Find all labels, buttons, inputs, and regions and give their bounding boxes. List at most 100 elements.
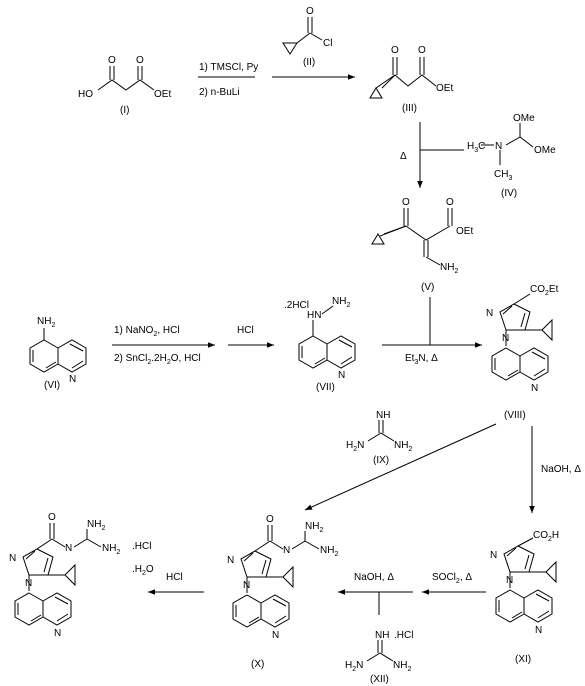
- reaction-arrow-viii-to-x: [304, 423, 497, 511]
- atom-n: N: [272, 630, 279, 641]
- reaction-arrow-step3: 1) NaNO2, HCl 2) SnCl2.2H2O, HCl: [112, 325, 215, 366]
- atom-n: N: [506, 575, 513, 586]
- atom-nh2: NH2: [393, 660, 411, 673]
- compound-label: (X): [251, 659, 264, 670]
- compound-XI: CO2H N N N (XI): [490, 530, 559, 665]
- reaction-arrow-step4: HCl: [228, 325, 274, 348]
- atom-n: N: [495, 141, 502, 152]
- atom-o: O: [108, 55, 116, 66]
- atom-co2h: CO2H: [533, 530, 559, 543]
- reaction-arrow-step5: Et3N, Δ: [382, 297, 482, 366]
- atom-ch3: CH3: [494, 169, 512, 182]
- reaction-arrow-step6: NaOH, Δ: [529, 426, 581, 513]
- condition-text: HCl: [166, 572, 183, 583]
- atom-n: N: [535, 625, 542, 636]
- atom-o: O: [402, 197, 410, 208]
- compound-II: O Cl (II): [282, 6, 332, 68]
- salt-label: .H2O: [132, 564, 154, 577]
- atom-n: N: [9, 553, 16, 564]
- compound-V: O O OEt NH2 (V): [371, 197, 473, 293]
- atom-n: N: [54, 628, 61, 639]
- atom-o: O: [446, 197, 454, 208]
- condition-text: 2) SnCl2.2H2O, HCl: [114, 353, 201, 366]
- compound-IX: NH H2N NH2 (IX): [346, 410, 412, 466]
- atom-n: N: [25, 578, 32, 589]
- compound-IV: H3C N CH3 OMe OMe (IV): [467, 113, 556, 199]
- atom-n: N: [338, 370, 345, 381]
- compound-label: (XI): [515, 654, 531, 665]
- condition-text: 1) TMSCl, Py: [199, 62, 258, 73]
- atom-nh2: NH2: [37, 316, 55, 329]
- atom-n: N: [65, 543, 72, 554]
- compound-XII: NH .HCl H2N NH2 (XII): [345, 630, 413, 685]
- atom-h2n: H2N: [345, 660, 363, 673]
- compound-label: (IX): [373, 455, 389, 466]
- compound-label: (VIII): [504, 410, 526, 421]
- compound-VII: .2HCl HN NH2 N (VII): [284, 296, 356, 393]
- atom-o: O: [48, 512, 56, 523]
- compound-label: (II): [303, 57, 315, 68]
- atom-n: N: [227, 555, 234, 566]
- reaction-arrow-step8: NaOH, Δ: [338, 572, 413, 615]
- condition-text: Δ: [400, 151, 407, 162]
- compound-label: (XII): [370, 674, 389, 685]
- atom-nh2: NH2: [305, 521, 323, 534]
- atom-nh2: NH2: [320, 545, 338, 558]
- atom-nh2: NH2: [332, 296, 350, 309]
- condition-text: 2) n-BuLi: [199, 87, 240, 98]
- atom-o: O: [391, 45, 399, 56]
- atom-oet: OEt: [154, 89, 171, 100]
- atom-o: O: [418, 45, 426, 56]
- compound-I: O O HO OEt (I): [78, 55, 171, 116]
- salt-label: .HCl: [394, 630, 413, 641]
- atom-n: N: [69, 374, 76, 385]
- compound-X: O N NH2 NH2 N N N (X): [227, 514, 338, 670]
- reaction-arrow-step9: HCl: [148, 572, 204, 595]
- atom-o: O: [266, 514, 274, 525]
- condition-text: 1) NaNO2, HCl: [114, 325, 180, 338]
- compound-label: (III): [402, 103, 417, 114]
- atom-ome: OMe: [534, 145, 556, 156]
- atom-ome: OMe: [513, 113, 535, 124]
- atom-oet: OEt: [436, 83, 453, 94]
- atom-cl: Cl: [323, 38, 332, 49]
- atom-h3c: H3C: [467, 141, 485, 154]
- compound-VI: NH2 N (VI): [29, 316, 87, 391]
- compound-VIII: CO2Et N N N (VIII): [486, 284, 559, 421]
- condition-text: NaOH, Δ: [541, 464, 581, 475]
- condition-text: NaOH, Δ: [354, 572, 394, 583]
- compound-label: (VI): [44, 380, 60, 391]
- atom-nh2: NH2: [87, 519, 105, 532]
- reaction-arrow-step1: 1) TMSCl, Py 2) n-BuLi: [198, 62, 355, 98]
- condition-text: HCl: [237, 325, 254, 336]
- atom-n: N: [502, 333, 509, 344]
- atom-o: O: [306, 6, 314, 17]
- compound-label: (VII): [316, 382, 335, 393]
- atom-nh: NH: [376, 410, 390, 421]
- reaction-arrow-step7: SOCl2, Δ: [422, 572, 486, 595]
- atom-h2n: H2N: [346, 440, 364, 453]
- compound-label: (V): [421, 282, 434, 293]
- atom-n: N: [490, 550, 497, 561]
- reaction-arrow-step2: Δ: [400, 122, 464, 188]
- condition-text: Et3N, Δ: [405, 353, 438, 366]
- atom-nh: NH: [375, 630, 389, 641]
- compound-final: O N NH2 NH2 N N N .HCl .H2O: [9, 512, 154, 639]
- atom-nh2: NH2: [440, 262, 458, 275]
- atom-nh2: NH2: [102, 543, 120, 556]
- atom-n: N: [486, 308, 493, 319]
- atom-o: O: [136, 55, 144, 66]
- salt-label: .HCl: [132, 541, 151, 552]
- atom-co2et: CO2Et: [530, 284, 559, 297]
- atom-n: N: [283, 545, 290, 556]
- compound-label: (IV): [501, 188, 517, 199]
- compound-III: O O OEt (III): [369, 45, 453, 114]
- atom-ho: HO: [78, 89, 93, 100]
- atom-n: N: [531, 383, 538, 394]
- salt-label: .2HCl: [284, 300, 309, 311]
- atom-n: N: [243, 580, 250, 591]
- atom-oet: OEt: [456, 226, 473, 237]
- atom-nh2: NH2: [394, 440, 412, 453]
- compound-label: (I): [120, 105, 129, 116]
